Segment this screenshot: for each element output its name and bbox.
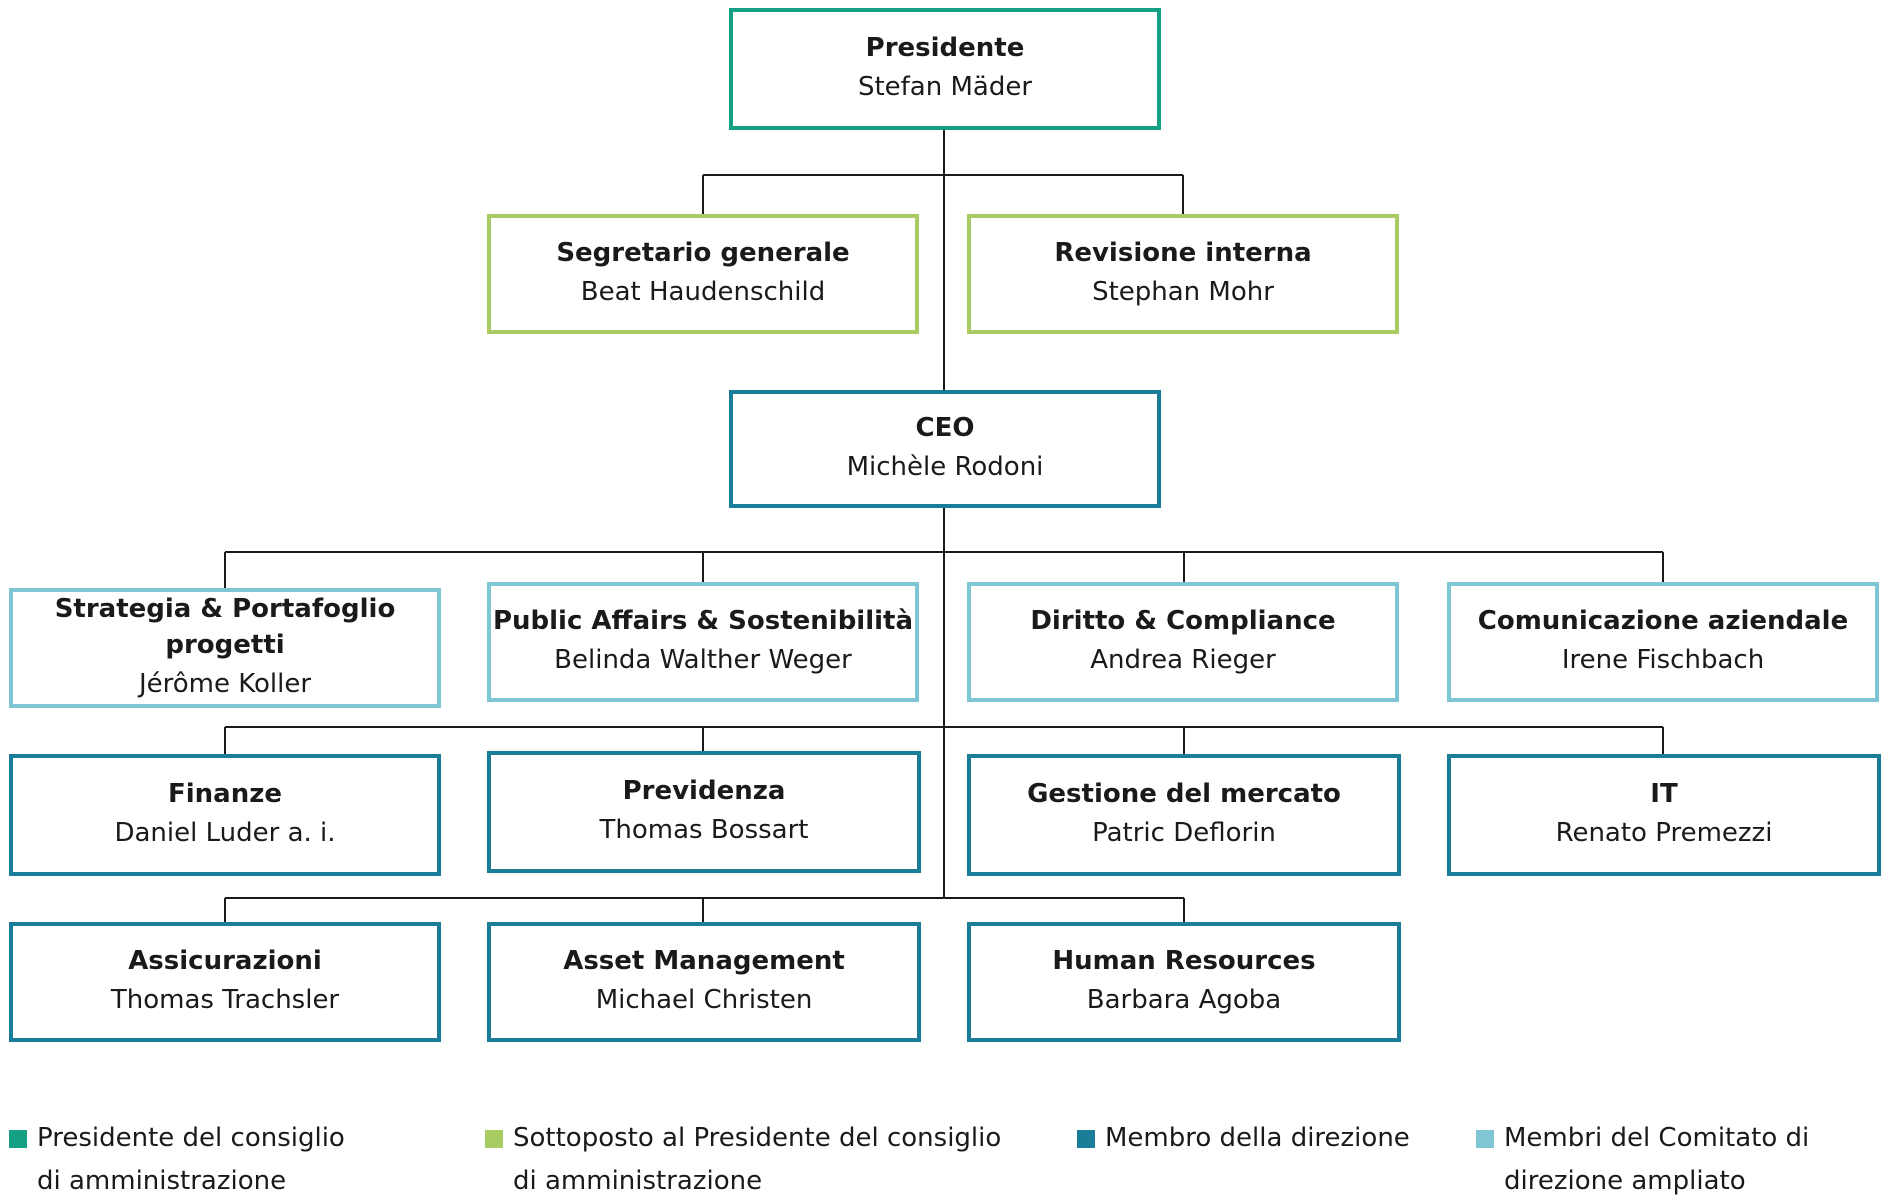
legend-item-member: Membro della direzione [1077,1117,1437,1160]
node-role: Gestione del mercato [1027,779,1341,809]
node-ceo: CEO Michèle Rodoni [729,390,1161,508]
node-finanze: Finanze Daniel Luder a. i. [9,754,441,876]
node-previdenza: Previdenza Thomas Bossart [487,751,921,873]
node-role: Diritto & Compliance [1030,606,1336,636]
node-role: Finanze [167,779,282,809]
node-public-affairs: Public Affairs & Sostenibilità Belinda W… [487,582,919,702]
node-role: Public Affairs & Sostenibilità [492,606,914,636]
node-role: Asset Management [563,946,845,976]
node-strategia: Strategia & Portafoglio progetti Jérôme … [9,588,441,708]
node-person: Michèle Rodoni [846,452,1044,482]
node-person: Michael Christen [595,985,813,1015]
node-role: Revisione interna [1054,238,1312,268]
node-person: Daniel Luder a. i. [114,818,336,848]
legend-swatch [1077,1130,1095,1148]
legend-swatch [485,1130,503,1148]
node-person: Stefan Mäder [857,72,1033,102]
node-person: Thomas Trachsler [110,985,340,1015]
legend-label: Presidente del consiglio di amministrazi… [37,1123,345,1196]
node-presidente: Presidente Stefan Mäder [729,8,1161,130]
node-diritto-compliance: Diritto & Compliance Andrea Rieger [967,582,1399,702]
node-person: Andrea Rieger [1090,645,1276,675]
node-role: CEO [915,413,975,443]
node-asset-management: Asset Management Michael Christen [487,922,921,1042]
node-role: Previdenza [622,776,786,806]
node-comunicazione: Comunicazione aziendale Irene Fischbach [1447,582,1879,702]
node-person: Jérôme Koller [138,669,312,699]
legend-label: Membro della direzione [1105,1123,1410,1153]
node-gestione-mercato: Gestione del mercato Patric Deflorin [967,754,1401,876]
node-assicurazioni: Assicurazioni Thomas Trachsler [9,922,441,1042]
node-it: IT Renato Premezzi [1447,754,1881,876]
node-person: Belinda Walther Weger [554,645,852,675]
node-revisione-interna: Revisione interna Stephan Mohr [967,214,1399,334]
node-role: Strategia & Portafoglio progetti [54,594,396,660]
node-role: Comunicazione aziendale [1477,606,1849,636]
node-person: Patric Deflorin [1092,818,1276,848]
node-role: IT [1650,779,1678,809]
node-person: Beat Haudenschild [580,277,826,307]
node-person: Barbara Agoba [1086,985,1282,1015]
node-role: Segretario generale [556,238,850,268]
legend-item-extended: Membri del Comitato di direzione ampliat… [1476,1117,1816,1203]
node-person: Stephan Mohr [1092,277,1274,307]
legend-item-president: Presidente del consiglio di amministrazi… [9,1117,369,1203]
legend-label: Membri del Comitato di direzione ampliat… [1504,1123,1810,1196]
legend-item-sub-president: Sottoposto al Presidente del consiglio d… [485,1117,1005,1203]
node-role: Human Resources [1052,946,1316,976]
node-person: Renato Premezzi [1555,818,1773,848]
node-person: Irene Fischbach [1561,645,1765,675]
node-role: Presidente [865,33,1025,63]
node-segretario-generale: Segretario generale Beat Haudenschild [487,214,919,334]
node-person: Thomas Bossart [599,815,809,845]
node-human-resources: Human Resources Barbara Agoba [967,922,1401,1042]
legend-swatch [9,1130,27,1148]
node-role: Assicurazioni [128,946,322,976]
legend-label: Sottoposto al Presidente del consiglio d… [513,1123,1002,1196]
legend-swatch [1476,1130,1494,1148]
